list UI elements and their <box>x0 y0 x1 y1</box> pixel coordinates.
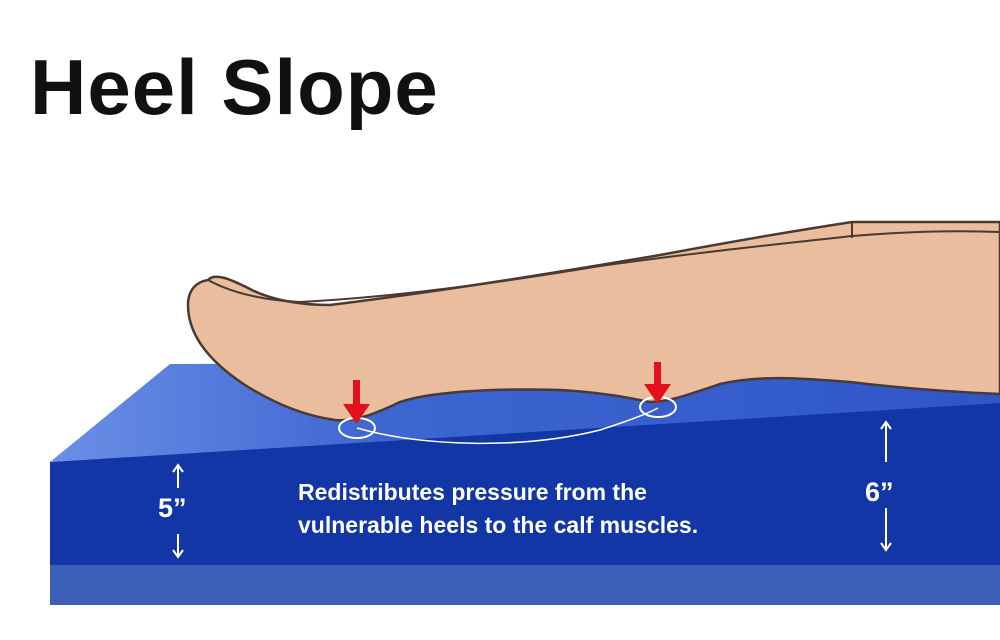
leg-crease-upper <box>207 230 1000 304</box>
caption-line-2: vulnerable heels to the calf muscles. <box>298 512 699 538</box>
up-down-arrow-icon <box>880 420 892 552</box>
caption-line-1: Redistributes pressure from the <box>298 479 647 505</box>
cushion-base <box>50 565 1000 605</box>
pressure-arrow-icon <box>644 362 671 404</box>
up-down-arrow-icon <box>172 463 184 559</box>
cushion-front-face <box>50 403 1000 565</box>
pressure-curve <box>356 407 659 445</box>
left-height-label: 5” <box>158 493 187 523</box>
page-title: Heel Slope <box>30 43 439 131</box>
right-height-label: 6” <box>865 477 894 507</box>
pressure-arrow-icon <box>343 380 370 424</box>
caption-text: Redistributes pressure from the vulnerab… <box>298 476 698 542</box>
